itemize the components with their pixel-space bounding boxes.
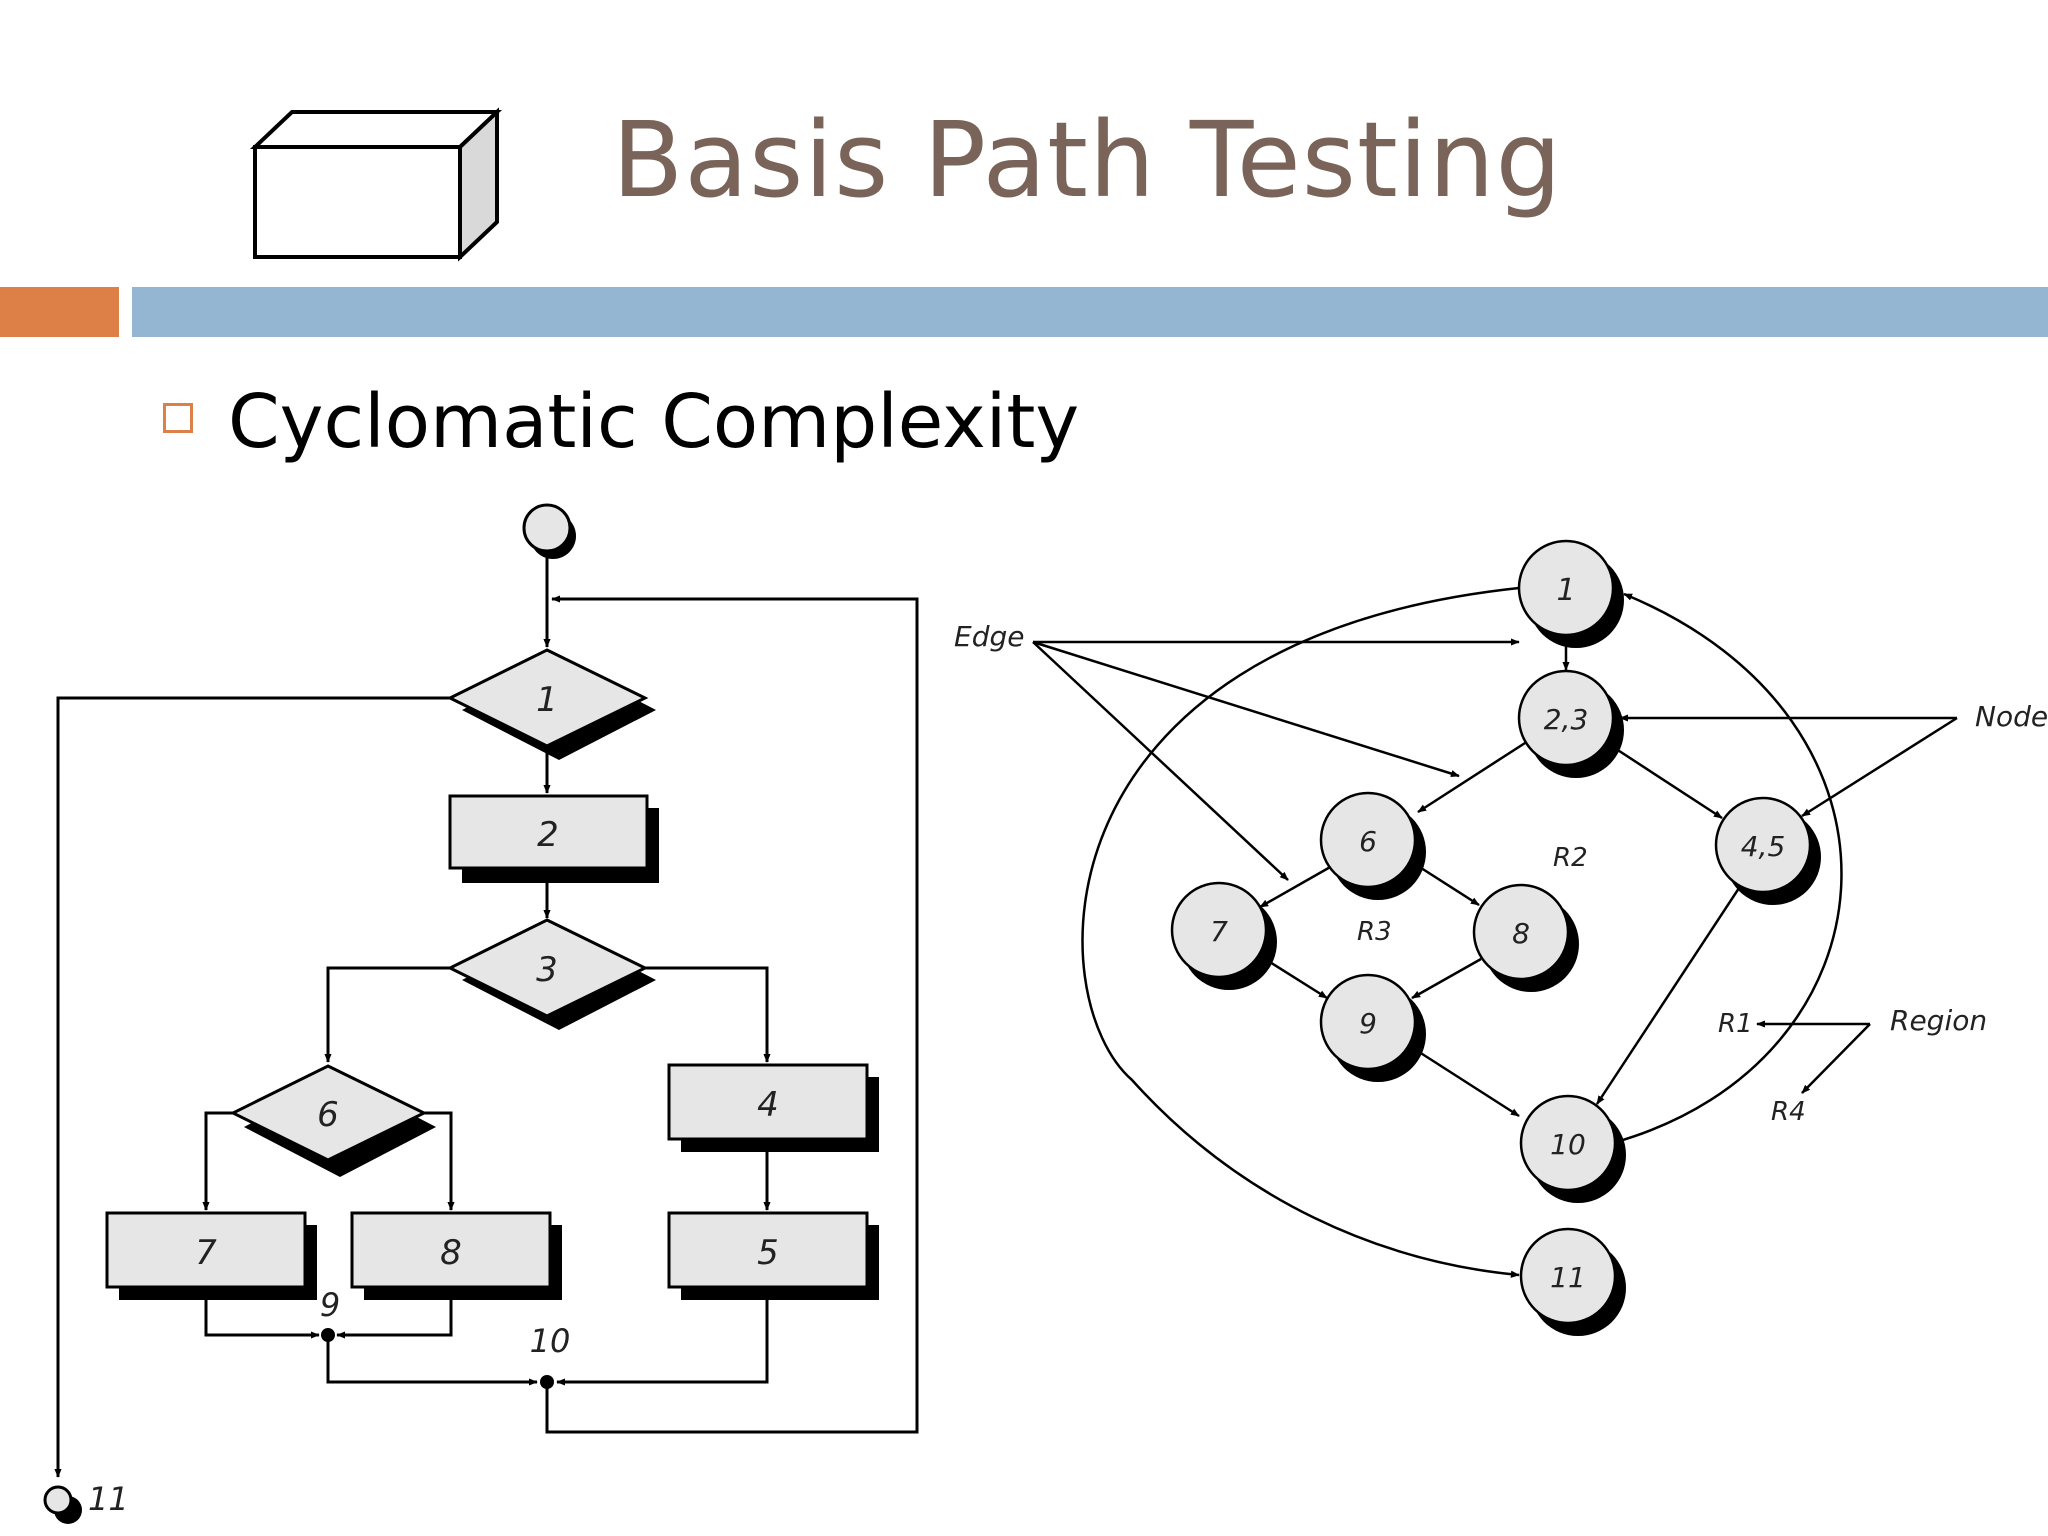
region-callout-label: Region (1890, 1004, 1987, 1037)
flowchart-node-3: 3 (536, 950, 558, 990)
flowchart-node-8: 8 (440, 1233, 462, 1273)
accent-bar-orange (0, 287, 119, 337)
region-label-r4: R4 (1771, 1097, 1806, 1127)
flowchart-node-1: 1 (536, 680, 558, 720)
graph-node-7: 7 (1210, 915, 1228, 948)
flowchart-node-4: 4 (757, 1085, 779, 1125)
flowchart-node-5: 5 (757, 1233, 779, 1273)
region-label-r1: R1 (1718, 1009, 1753, 1039)
flowchart-node-9: 9 (320, 1286, 340, 1324)
flowchart-node-7: 7 (195, 1233, 217, 1273)
flowchart-node-10: 10 (530, 1322, 571, 1360)
flowchart-node-11: 11 (88, 1480, 129, 1518)
graph-node-11: 11 (1550, 1261, 1586, 1294)
graph-node-8: 8 (1512, 917, 1530, 950)
bullet-text: Cyclomatic Complexity (228, 379, 1080, 465)
graph-node-6: 6 (1359, 825, 1377, 858)
graph-node-2-3: 2,3 (1544, 703, 1589, 736)
graph-node-4-5: 4,5 (1741, 830, 1786, 863)
node-callout-label: Node (1975, 700, 2048, 733)
graph-node-9: 9 (1359, 1007, 1377, 1040)
graph-node-1: 1 (1556, 573, 1575, 608)
flowchart-node-6: 6 (317, 1095, 339, 1135)
region-label-r3: R3 (1357, 917, 1392, 947)
flowchart-node-2: 2 (537, 815, 559, 855)
region-label-r2: R2 (1553, 843, 1588, 873)
edge-callout-label: Edge (954, 620, 1024, 653)
graph-node-10: 10 (1550, 1128, 1586, 1161)
accent-bar-blue (132, 287, 2048, 337)
page-title: Basis Path Testing (612, 99, 1563, 221)
bullet-square-icon (163, 403, 193, 433)
